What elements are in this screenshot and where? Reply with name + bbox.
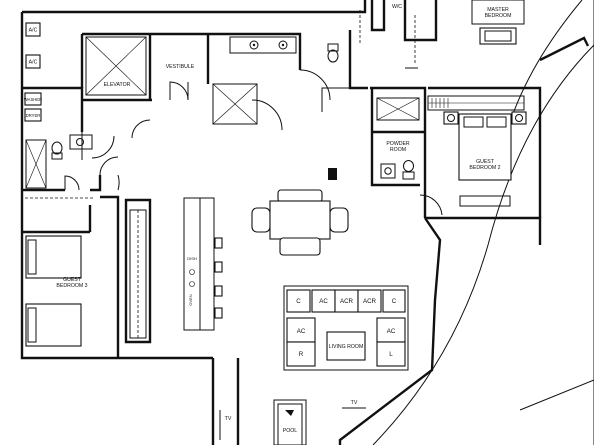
powder-room-label-1: POWDER bbox=[386, 141, 410, 147]
master-toilet bbox=[327, 43, 339, 63]
master-bedroom-label-1: MASTER bbox=[487, 7, 509, 13]
washer: WASHER bbox=[24, 92, 42, 106]
powder-room: POWDER ROOM bbox=[376, 97, 443, 216]
shower-top bbox=[212, 83, 258, 125]
seat-top-1: C bbox=[296, 298, 301, 305]
vestibule: VESTIBULE bbox=[166, 64, 195, 101]
door-swing bbox=[131, 119, 151, 139]
master-bedroom-label-2: BEDROOM bbox=[485, 13, 512, 19]
tv-wall-right: TV bbox=[342, 400, 366, 409]
pool: POOL bbox=[273, 399, 307, 445]
living-room-label: LIVING ROOM bbox=[329, 344, 364, 350]
seat-top-5: C bbox=[392, 298, 397, 305]
walk-in-closet: W/C bbox=[359, 4, 418, 69]
oven-label: OVEN bbox=[188, 294, 193, 305]
dining-table bbox=[251, 189, 349, 256]
ac-label-top: A/C bbox=[29, 28, 38, 34]
tv-wall-left: TV bbox=[219, 410, 232, 440]
guest-bath-3 bbox=[25, 130, 119, 191]
guest-bedroom-2-label-1: GUEST bbox=[476, 159, 495, 165]
seat-top-2: AC bbox=[319, 298, 328, 305]
exterior-walls bbox=[20, 0, 542, 445]
ac-unit-top: A/C bbox=[25, 22, 41, 37]
ac-unit-bottom: A/C bbox=[25, 54, 41, 69]
seat-top-4: ACR bbox=[363, 298, 377, 305]
master-bedroom: MASTER BEDROOM bbox=[471, 0, 525, 45]
column bbox=[328, 168, 337, 180]
hall-wardrobe bbox=[129, 209, 147, 339]
master-vanity bbox=[229, 36, 297, 54]
closet-label: W/C bbox=[392, 4, 402, 10]
elevator: ELEVATOR bbox=[85, 36, 147, 96]
tv-label-left: TV bbox=[225, 416, 232, 422]
seat-right-2: L bbox=[389, 351, 393, 358]
powder-room-label-2: ROOM bbox=[390, 147, 406, 153]
seat-left-2: R bbox=[299, 351, 304, 358]
seat-right-1: AC bbox=[387, 328, 396, 335]
pool-label: POOL bbox=[283, 428, 298, 434]
bath-wall bbox=[321, 87, 350, 112]
ac-label-bottom: A/C bbox=[29, 60, 38, 66]
guest-bedroom-3-label-2: BEDROOM 3 bbox=[56, 283, 87, 289]
guest-bedroom-3: GUEST BEDROOM 3 bbox=[25, 174, 120, 347]
door-swing bbox=[251, 99, 283, 131]
elevator-label: ELEVATOR bbox=[104, 82, 131, 88]
curved-facade bbox=[372, 0, 594, 445]
living-room-seating: C AC ACR ACR C AC R AC L LIVING ROOM bbox=[283, 285, 409, 371]
dryer-label: DRYER bbox=[26, 113, 41, 118]
seat-left-1: AC bbox=[297, 328, 306, 335]
door-swing bbox=[299, 69, 331, 101]
vestibule-label: VESTIBULE bbox=[166, 64, 195, 70]
kitchen-island: DISH OVEN bbox=[183, 197, 223, 331]
guest-bedroom-2-label-2: BEDROOM 2 bbox=[469, 165, 500, 171]
washer-label: WASHER bbox=[24, 97, 42, 102]
guest-bedroom-3-label-1: GUEST bbox=[63, 277, 82, 283]
guest-bedroom-2: GUEST BEDROOM 2 bbox=[427, 95, 527, 207]
seat-top-3: ACR bbox=[340, 298, 354, 305]
dryer: DRYER bbox=[24, 108, 42, 122]
dishwasher-label: DISH bbox=[187, 256, 197, 261]
tv-label-right: TV bbox=[351, 400, 358, 406]
